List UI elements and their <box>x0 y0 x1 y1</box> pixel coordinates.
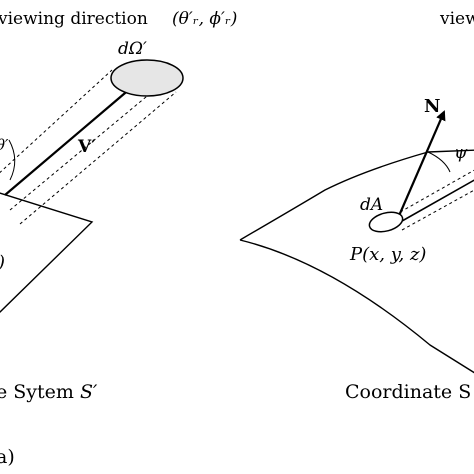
left-caption-symbol: S′ <box>80 381 98 403</box>
left-surface-plane <box>0 192 94 313</box>
left-viewing-direction-label: viewing direction <box>0 9 148 29</box>
right-curved-surface <box>239 149 474 374</box>
left-view-vector-label: V′ <box>77 137 96 157</box>
left-dashed-line-lower <box>19 91 177 225</box>
left-angle-fragment-label: θ′ <box>0 136 9 154</box>
right-area-label: dA <box>360 195 383 215</box>
left-point-fragment-label: ) <box>0 252 5 273</box>
right-caption: Coordinate S <box>345 381 471 403</box>
right-dashed-line-lower <box>401 189 474 231</box>
right-panel: view N ψ dA P(x, y, z) Coordinate S <box>239 9 474 403</box>
right-psi-angle-arc <box>427 151 451 173</box>
right-point-label: P(x, y, z) <box>349 244 426 265</box>
left-view-vector-arrow <box>4 80 140 196</box>
right-viewing-label: view <box>439 9 474 29</box>
left-solid-angle-label: dΩ′ <box>118 39 147 59</box>
left-solid-angle-ellipse <box>110 59 184 97</box>
left-sub-label: a) <box>0 446 15 468</box>
right-normal-vector-arrow <box>393 110 446 226</box>
left-caption: e Sytem S′ <box>0 381 98 403</box>
right-dashed-line-upper <box>394 169 474 216</box>
left-panel: viewing direction (θ′ᵣ, ϕ′ᵣ) dΩ′ V′ θ′ )… <box>0 9 237 468</box>
left-viewing-angles-label: (θ′ᵣ, ϕ′ᵣ) <box>172 9 237 29</box>
left-angle-arc <box>8 139 16 181</box>
left-caption-text: e Sytem <box>0 381 80 403</box>
left-dashed-line-mid <box>9 91 153 211</box>
right-psi-label: ψ <box>454 143 468 163</box>
right-normal-label: N <box>424 96 440 117</box>
right-view-direction-line <box>394 179 474 226</box>
right-area-ellipse <box>368 211 404 233</box>
